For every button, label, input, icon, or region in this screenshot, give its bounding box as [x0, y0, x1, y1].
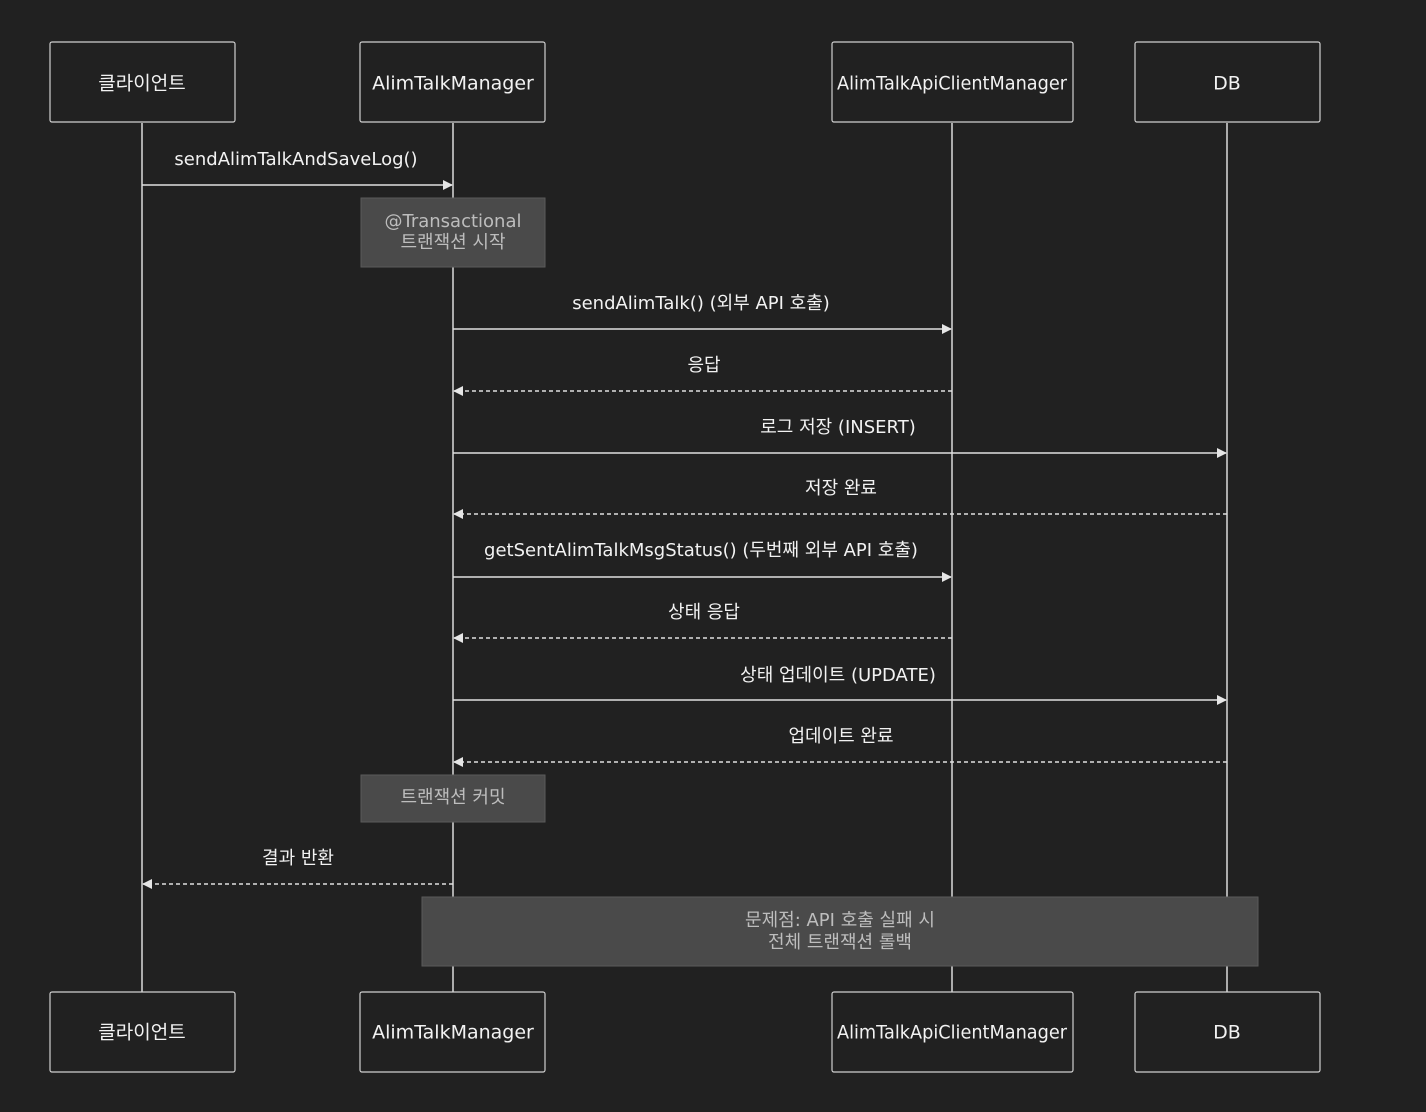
message-send-alimtalk-and-save-log: sendAlimTalkAndSaveLog() [142, 149, 453, 190]
message-update-complete: 업데이트 완료 [453, 726, 1227, 767]
participant-label: AlimTalkManager [372, 1022, 534, 1044]
message-status-update: 상태 업데이트 (UPDATE) [453, 665, 1227, 705]
message-label: 저장 완료 [805, 478, 877, 499]
participant-client-bottom: 클라이언트 [49, 991, 236, 1073]
note-transaction-start: @Transactional 트랜잭션 시작 [360, 197, 546, 268]
participant-label: DB [1213, 1022, 1241, 1044]
participant-api-top: AlimTalkApiClientManager [831, 41, 1074, 123]
message-return-result: 결과 반환 [142, 848, 453, 889]
participants-bottom: 클라이언트 AlimTalkManager AlimTalkApiClientM… [49, 991, 1321, 1073]
participant-label: 클라이언트 [98, 73, 185, 95]
note-line: 트랜잭션 시작 [400, 232, 505, 253]
note-line: @Transactional [384, 211, 521, 232]
note-line: 문제점: API 호출 실패 시 [745, 910, 935, 931]
message-label: 상태 응답 [668, 602, 740, 623]
participant-label: AlimTalkManager [372, 73, 534, 95]
message-label: 상태 업데이트 (UPDATE) [740, 665, 936, 686]
messages: sendAlimTalkAndSaveLog() sendAlimTalk() … [142, 149, 1227, 889]
participant-label: DB [1213, 73, 1241, 95]
message-label: 업데이트 완료 [788, 726, 893, 747]
participant-label: 클라이언트 [98, 1022, 185, 1044]
note-line: 전체 트랜잭션 롤백 [768, 932, 912, 953]
message-label: 응답 [687, 355, 720, 376]
participants-top: 클라이언트 AlimTalkManager AlimTalkApiClientM… [49, 41, 1321, 123]
message-save-complete: 저장 완료 [453, 478, 1227, 519]
participant-db-bottom: DB [1134, 991, 1321, 1073]
message-label: sendAlimTalk() (외부 API 호출) [572, 293, 830, 314]
note-line: 트랜잭션 커밋 [400, 787, 505, 808]
message-send-alimtalk: sendAlimTalk() (외부 API 호출) [453, 293, 952, 334]
message-save-log: 로그 저장 (INSERT) [453, 417, 1227, 458]
notes: @Transactional 트랜잭션 시작 트랜잭션 커밋 문제점: API … [360, 197, 1259, 967]
message-label: 결과 반환 [262, 848, 334, 869]
participant-manager-top: AlimTalkManager [359, 41, 546, 123]
lifelines [141, 123, 1228, 992]
participant-manager-bottom: AlimTalkManager [359, 991, 546, 1073]
note-transaction-commit: 트랜잭션 커밋 [360, 774, 546, 823]
participant-db-top: DB [1134, 41, 1321, 123]
note-problem: 문제점: API 호출 실패 시 전체 트랜잭션 롤백 [421, 896, 1259, 967]
message-label: sendAlimTalkAndSaveLog() [174, 149, 417, 170]
participant-label: AlimTalkApiClientManager [837, 1022, 1067, 1044]
message-label: getSentAlimTalkMsgStatus() (두번째 외부 API 호… [484, 540, 918, 561]
participant-label: AlimTalkApiClientManager [837, 73, 1067, 95]
message-label: 로그 저장 (INSERT) [760, 417, 916, 438]
participant-api-bottom: AlimTalkApiClientManager [831, 991, 1074, 1073]
message-response: 응답 [453, 355, 952, 396]
participant-client-top: 클라이언트 [49, 41, 236, 123]
message-status-response: 상태 응답 [453, 602, 952, 643]
message-get-sent-status: getSentAlimTalkMsgStatus() (두번째 외부 API 호… [453, 540, 952, 582]
